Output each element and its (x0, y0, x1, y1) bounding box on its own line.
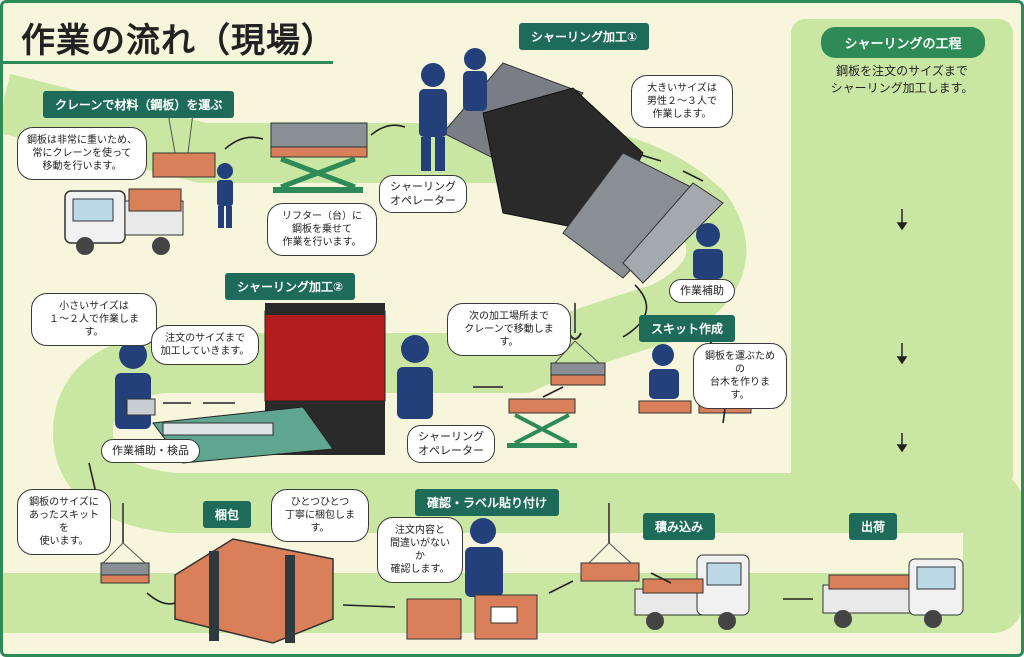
lifter-note-bubble: リフター（台）に 鋼板を乗せて 作業を行います。 (267, 203, 377, 256)
crane-load-icon (152, 112, 216, 178)
step-skid-tag: スキット作成 (639, 315, 736, 342)
shearing-process-panel: シャーリングの工程 鋼板を注文のサイズまで シャーリング加工します。 (791, 19, 1013, 489)
step-loading-tag: 積み込み (643, 513, 716, 540)
worker-icon (465, 518, 503, 597)
crane-load-icon (100, 503, 150, 584)
packed-crate-icon (174, 538, 334, 644)
labeled-box-icon (406, 594, 538, 640)
next-place-bubble: 次の加工場所まで クレーンで移動します。 (447, 303, 571, 356)
step-shearing2-tag: シャーリング加工② (225, 273, 356, 300)
assist-inspect-label: 作業補助・検品 (101, 439, 200, 463)
lifter-icon (507, 398, 577, 448)
step-shipping-tag: 出荷 (849, 513, 898, 540)
truck-icon (64, 188, 184, 255)
assist-label: 作業補助 (669, 279, 735, 303)
step-packing-tag: 梱包 (203, 501, 252, 528)
panel-description: 鋼板を注文のサイズまで シャーリング加工します。 (830, 64, 974, 95)
shearing-machine-1-icon (442, 62, 724, 284)
large-size-bubble: 大きいサイズは 男性２～３人で 作業します。 (631, 75, 733, 128)
operator1-label: シャーリング オペレーター (379, 175, 467, 213)
panel-arrows (896, 209, 908, 453)
truck-icon (822, 558, 964, 628)
worker-icon (115, 341, 156, 429)
worker-icon (397, 335, 433, 419)
worker-icon (649, 344, 679, 399)
title-underline (3, 61, 333, 64)
step-crane-tag: クレーンで材料（鋼板）を運ぶ (43, 91, 235, 118)
order-size-bubble: 注文のサイズまで 加工していきます。 (151, 325, 259, 365)
truck-icon (634, 554, 750, 630)
step-shearing1-tag: シャーリング加工① (519, 23, 650, 50)
worker-icon (217, 163, 233, 228)
worker-icon (419, 48, 487, 171)
pack-note-bubble: ひとつひとつ 丁寧に梱包します。 (271, 489, 369, 542)
small-size-bubble: 小さいサイズは １～２人で作業します。 (31, 293, 157, 346)
crane-load-icon (580, 503, 640, 582)
panel-title: シャーリングの工程 (821, 27, 985, 58)
shearing-machine-2-icon (152, 303, 386, 464)
crane-hook-icon (550, 303, 606, 386)
step-confirm-tag: 確認・ラベル貼り付け (415, 489, 560, 516)
confirm-note-bubble: 注文内容と 間違いがないか 確認します。 (377, 517, 463, 583)
skid-select-bubble: 鋼板のサイズに あったスキットを 使います。 (17, 489, 111, 555)
lifter-icon (270, 122, 368, 193)
skid-note-bubble: 鋼板を運ぶための 台木を作ります。 (693, 343, 787, 409)
page-title: 作業の流れ（現場） (21, 21, 336, 61)
operator2-label: シャーリング オペレーター (407, 425, 495, 463)
worker-icon (693, 223, 723, 279)
crane-note-bubble: 鋼板は非常に重いため、 常にクレーンを使って 移動を行います。 (17, 127, 147, 180)
